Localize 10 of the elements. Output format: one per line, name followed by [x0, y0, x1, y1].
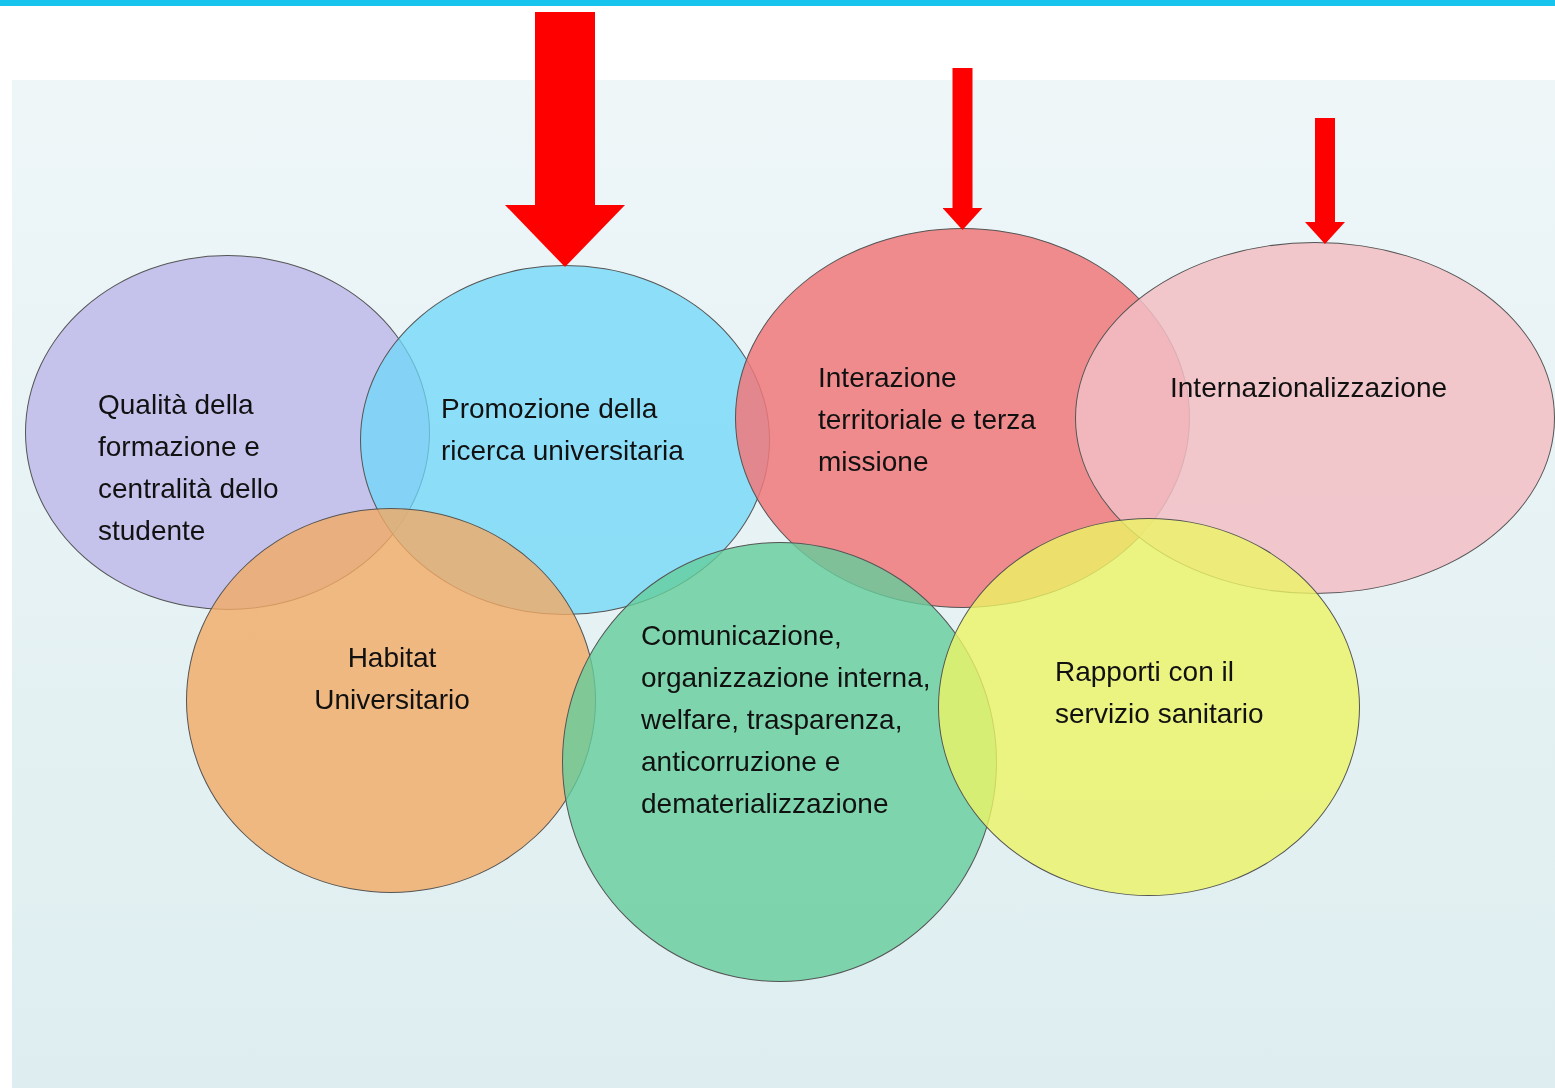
arrow	[505, 12, 625, 267]
ellipse-label: Habitat Universitario	[313, 641, 471, 717]
ellipse-label: Comunicazione, organizzazione interna, welfare, trasparenza, anticorruzione e dematerializzazione	[641, 619, 932, 821]
arrow	[1305, 118, 1345, 244]
ellipse-label: Qualità della formazione e centralità dello studente	[98, 388, 280, 548]
arrow	[942, 68, 983, 230]
ellipse-label: Interazione territoriale e terza missione	[818, 361, 1037, 479]
ellipse-label: Internazionalizzazione	[1170, 371, 1449, 405]
ellipse-label: Promozione della ricerca universitaria	[441, 392, 685, 468]
ellipse-label: Rapporti con il servizio sanitario	[1055, 655, 1265, 731]
